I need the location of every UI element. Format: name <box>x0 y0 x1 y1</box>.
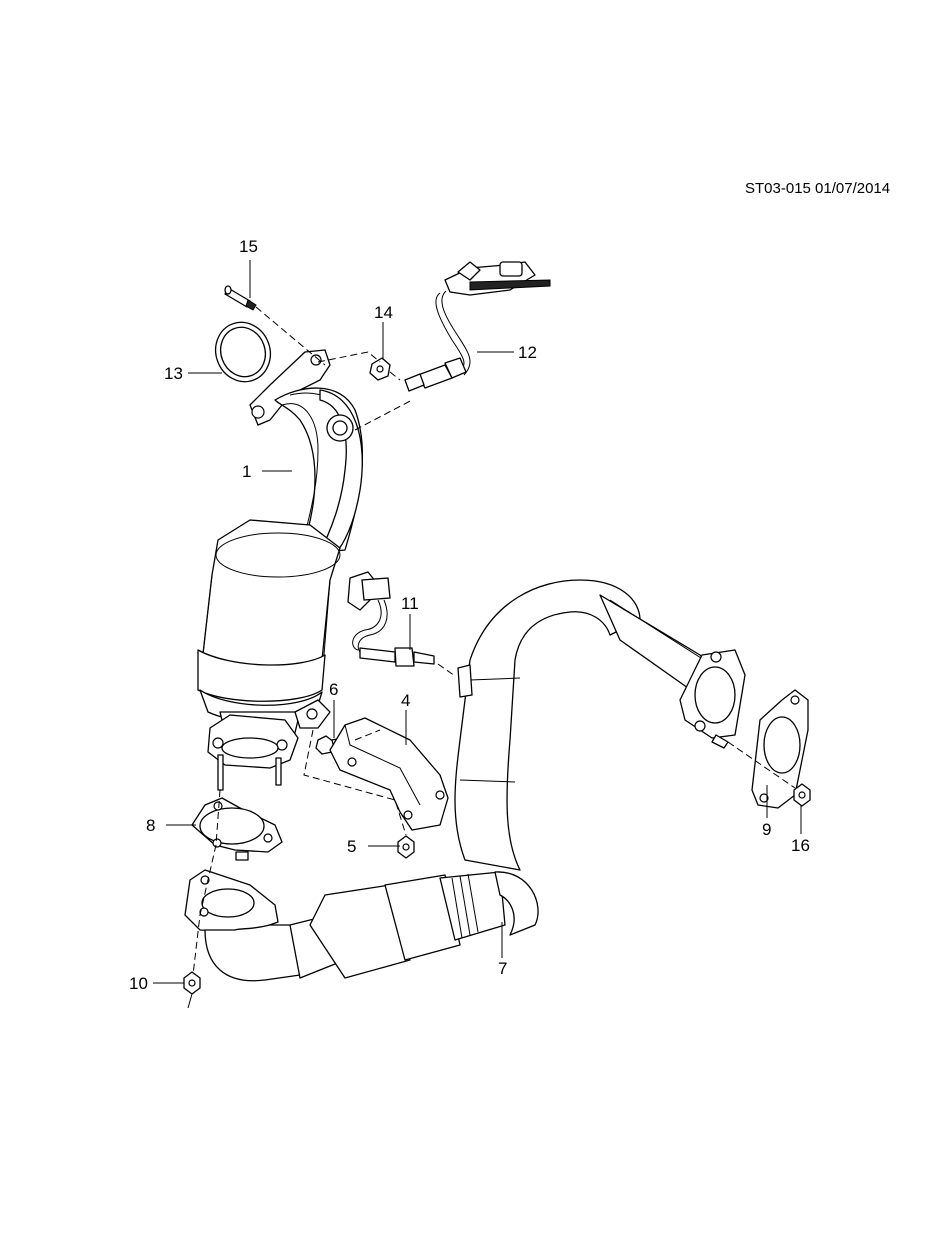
part-13-gasket <box>214 321 272 383</box>
part-12-oxygen-sensor-upper <box>404 261 551 392</box>
callout-12: 12 <box>518 343 537 362</box>
callout-15: 15 <box>239 237 258 256</box>
part-15-stud <box>224 285 257 311</box>
part-16-nut <box>793 783 811 807</box>
callout-8: 8 <box>146 816 156 835</box>
part-4-bracket <box>329 717 449 831</box>
part-8-gasket <box>191 797 283 861</box>
callout-11: 11 <box>401 594 419 613</box>
part-9-gasket <box>751 689 809 809</box>
callout-16: 16 <box>791 836 810 855</box>
part-14-nut <box>369 357 391 381</box>
callout-9: 9 <box>762 820 772 839</box>
callout-6: 6 <box>329 680 339 699</box>
callout-14: 14 <box>374 303 393 322</box>
part-10-nut <box>183 971 201 995</box>
part-11-oxygen-sensor-lower <box>347 571 435 667</box>
assembly-lines <box>187 306 796 1009</box>
callout-13: 13 <box>164 364 183 383</box>
part-5-nut <box>397 835 415 859</box>
part-1-catalytic-converter <box>197 349 364 791</box>
callout-5: 5 <box>347 837 357 856</box>
drawing-reference-code: ST03-015 01/07/2014 <box>745 180 891 197</box>
part-7-front-pipe <box>184 579 746 982</box>
callout-1: 1 <box>242 462 252 481</box>
callout-4: 4 <box>401 691 411 710</box>
callout-10: 10 <box>129 974 148 993</box>
callout-leaders <box>153 260 802 984</box>
callout-7: 7 <box>498 959 508 978</box>
